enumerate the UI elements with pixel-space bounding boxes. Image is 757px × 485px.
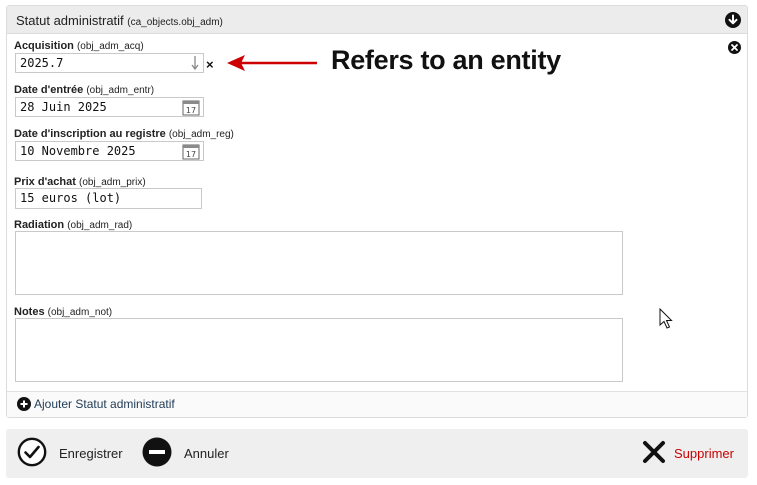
radiation-textarea[interactable] (15, 231, 623, 295)
close-x-icon (643, 441, 665, 463)
calendar-day-text: 17 (186, 150, 196, 159)
price-value: 15 euros (lot) (20, 191, 122, 205)
notes-textarea[interactable] (15, 318, 623, 382)
clear-entity-button[interactable]: × (206, 57, 214, 72)
calendar-icon[interactable]: 17 (182, 143, 200, 160)
add-admin-status-label: Ajouter Statut administratif (34, 397, 175, 411)
price-label: Prix d'achat (obj_adm_prix) (14, 176, 146, 188)
panel-title-code: (ca_objects.obj_adm) (127, 17, 223, 28)
arrow-down-icon (191, 56, 199, 71)
plus-circle-icon (17, 397, 31, 411)
notes-label: Notes (obj_adm_not) (14, 306, 112, 318)
price-label-text: Prix d'achat (14, 176, 76, 188)
remove-circle-icon[interactable] (728, 41, 741, 54)
acquisition-label: Acquisition (obj_adm_acq) (14, 40, 144, 52)
entry-date-value: 28 Juin 2025 (20, 100, 107, 114)
acquisition-label-text: Acquisition (14, 40, 74, 52)
mouse-cursor-icon (659, 308, 673, 329)
entry-date-input[interactable]: 28 Juin 2025 17 (15, 97, 204, 117)
callout-text: Refers to an entity (331, 45, 561, 75)
panel-header: Statut administratif (ca_objects.obj_adm… (7, 6, 747, 34)
save-button[interactable]: Enregistrer (17, 437, 127, 469)
add-admin-status-link[interactable]: Ajouter Statut administratif (17, 397, 175, 411)
panel-title-text: Statut administratif (16, 13, 124, 28)
collapse-down-icon[interactable] (725, 12, 741, 28)
calendar-day-text: 17 (186, 106, 196, 115)
radiation-label-code: (obj_adm_rad) (67, 220, 133, 231)
acquisition-label-code: (obj_adm_acq) (76, 41, 144, 52)
entry-date-label-text: Date d'entrée (14, 84, 84, 96)
register-date-label: Date d'inscription au registre (obj_adm_… (14, 128, 234, 140)
notes-label-code: (obj_adm_not) (47, 307, 113, 318)
delete-button[interactable]: Supprimer (642, 437, 742, 469)
admin-status-panel: Statut administratif (ca_objects.obj_adm… (6, 5, 748, 418)
delete-button-label: Supprimer (674, 446, 734, 461)
cancel-button-label: Annuler (184, 446, 229, 461)
entry-date-label-code: (obj_adm_entr) (86, 85, 155, 96)
cancel-button[interactable]: Annuler (142, 437, 237, 469)
radiation-label: Radiation (obj_adm_rad) (14, 219, 132, 231)
acquisition-value: 2025.7 (20, 56, 64, 70)
minus-circle-icon (142, 437, 172, 467)
save-button-label: Enregistrer (59, 446, 123, 461)
register-date-label-code: (obj_adm_reg) (168, 129, 234, 140)
notes-label-text: Notes (14, 306, 45, 318)
callout-arrow-icon (227, 55, 317, 71)
entry-date-label: Date d'entrée (obj_adm_entr) (14, 84, 154, 96)
add-bar: Ajouter Statut administratif (7, 391, 747, 417)
register-date-value: 10 Novembre 2025 (20, 144, 136, 158)
price-label-code: (obj_adm_prix) (78, 177, 146, 188)
register-date-input[interactable]: 10 Novembre 2025 17 (15, 141, 204, 161)
register-date-label-text: Date d'inscription au registre (14, 128, 166, 140)
calendar-icon[interactable]: 17 (182, 99, 200, 116)
radiation-label-text: Radiation (14, 219, 65, 231)
acquisition-input[interactable]: 2025.7 (15, 53, 204, 73)
footer-toolbar: Enregistrer Annuler Supprimer (6, 429, 748, 478)
price-input[interactable]: 15 euros (lot) (15, 188, 202, 209)
check-circle-icon (17, 437, 47, 467)
panel-title: Statut administratif (ca_objects.obj_adm… (16, 13, 223, 28)
